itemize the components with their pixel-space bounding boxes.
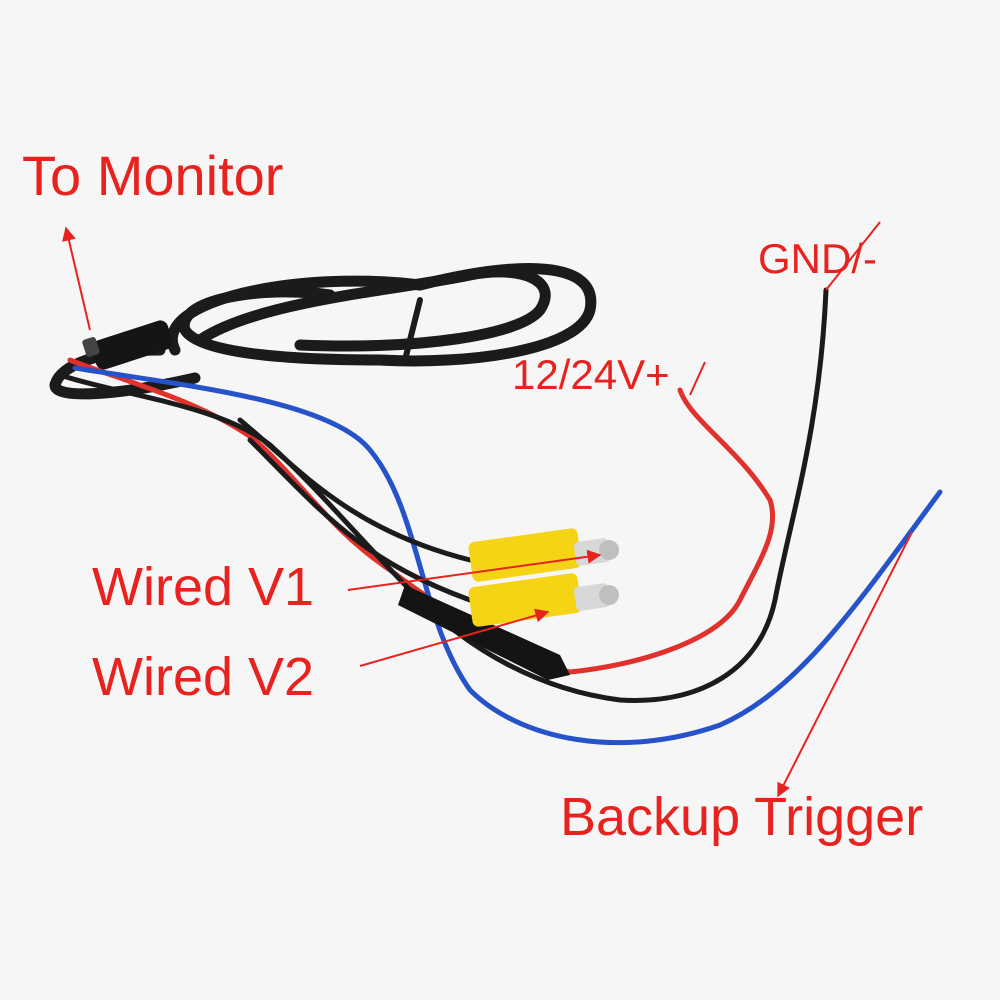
din-plug-icon [82,320,173,370]
label-to-monitor: To Monitor [22,144,284,207]
black-wire [57,287,829,703]
rca-connector-icon [468,573,619,627]
arrow-icon [62,221,913,798]
thin-wires [57,287,943,746]
label-power-positive: 12/24V+ [512,351,670,398]
label-wired-v2: Wired V2 [92,647,315,707]
blue-wire [72,365,943,746]
label-backup-trigger: Backup Trigger [560,787,924,847]
label-ground: GND/- [758,235,877,282]
fuse-holder [398,585,570,680]
label-wired-v1: Wired V1 [92,557,315,617]
